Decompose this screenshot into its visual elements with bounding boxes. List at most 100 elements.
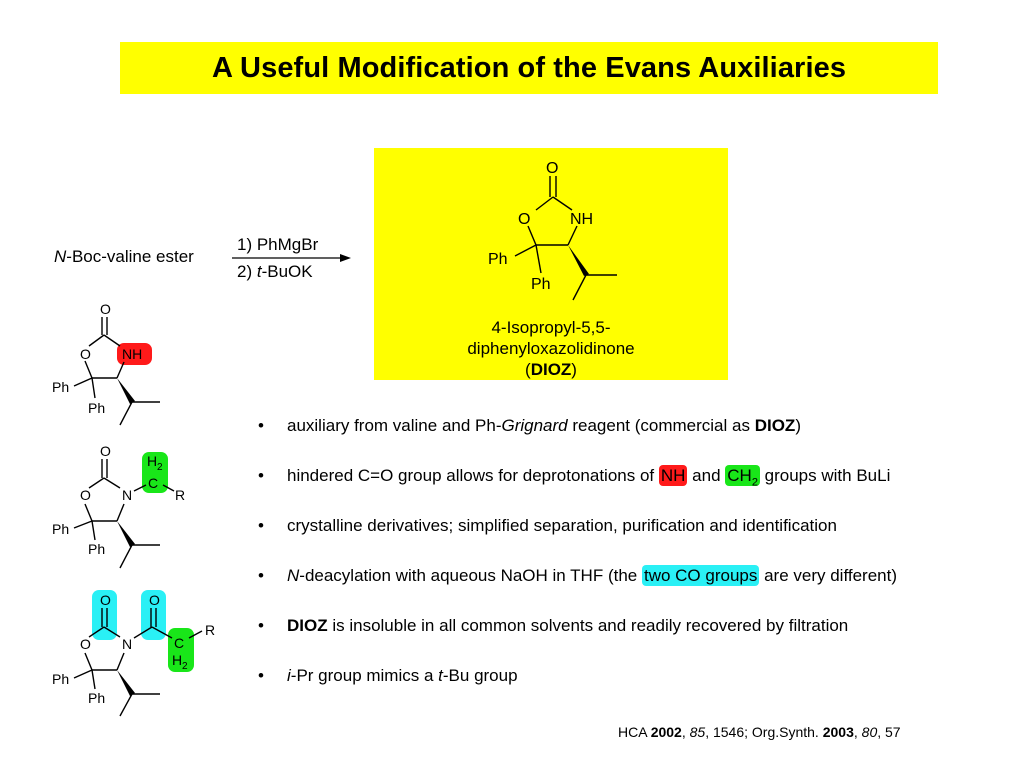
bullet-dot: • <box>258 616 264 635</box>
s2-h-sub: 2 <box>157 462 163 473</box>
s3-ph-1: Ph <box>52 671 69 687</box>
structure-1-wedge <box>117 378 135 404</box>
t-italic: t <box>438 666 443 685</box>
s2-h: H <box>147 453 157 469</box>
bullet-text-part: is insoluble in all common solvents and … <box>327 616 849 635</box>
dioz-bold: DIOZ <box>287 616 328 635</box>
dioz-bold: DIOZ <box>754 416 796 435</box>
dioz-caption-line-3: (DIOZ) <box>374 360 728 380</box>
bullet-dot: • <box>258 466 264 485</box>
co-highlight-cyan-2 <box>141 590 166 640</box>
bullet-text-part: and <box>687 466 726 485</box>
s3-h-sub: 2 <box>182 661 188 672</box>
ref-part: , <box>681 724 690 740</box>
ref-part: , 1546; Org.Synth. <box>705 724 823 740</box>
ref-part: , 57 <box>877 724 901 740</box>
page-title: A Useful Modification of the Evans Auxil… <box>211 51 847 84</box>
ch2-highlight-green <box>142 452 168 493</box>
ref-volume-1: 85 <box>689 724 706 740</box>
n-prefix: N <box>54 247 67 266</box>
bullet-dot: • <box>258 416 264 435</box>
structure-1 <box>73 317 160 426</box>
s3-h: H <box>172 652 182 668</box>
s3-o-carbonyl-1: O <box>100 592 111 608</box>
step2-reagent: -BuOK <box>261 262 313 281</box>
structure-3-wedge <box>117 670 135 696</box>
dioz-ph-2: Ph <box>531 276 551 293</box>
s1-nh: NH <box>122 346 142 362</box>
bullet-dot: • <box>258 516 264 535</box>
dioz-o-ring: O <box>518 211 530 228</box>
bullet-item: • hindered C=O group allows for deproton… <box>258 462 1018 512</box>
s2-r: R <box>175 487 185 503</box>
bullet-text-part: ) <box>795 416 801 435</box>
dioz-highlight-box <box>374 148 728 380</box>
ref-year-1: 2002 <box>650 724 682 740</box>
dioz-paren-open: ( <box>525 360 531 379</box>
bullet-text: crystalline derivatives; simplified sepa… <box>287 514 837 538</box>
reaction-step-1: 1) PhMgBr <box>237 235 319 254</box>
i-italic: i <box>287 666 291 685</box>
nh-highlight-text: NH <box>658 465 688 486</box>
bullet-text-part: are very different) <box>759 566 897 585</box>
s2-ph-2: Ph <box>88 541 105 557</box>
ref-volume-2: 80 <box>861 724 878 740</box>
bullet-text-part: hindered C=O group allows for deprotonat… <box>287 466 659 485</box>
bullet-text-part: crystalline derivatives; simplified sepa… <box>287 516 837 535</box>
n-italic: N <box>287 566 300 585</box>
bullet-text-part: reagent (commercial as <box>567 416 755 435</box>
dioz-abbrev: DIOZ <box>530 360 572 379</box>
reaction-arrow <box>232 254 351 262</box>
bullet-text: auxiliary from valine and Ph-Grignard re… <box>287 414 801 438</box>
ref-part: HCA <box>618 724 651 740</box>
structure-2 <box>73 459 175 569</box>
starting-material-label: -Boc-valine ester <box>66 247 194 266</box>
ch2-highlight-green-2 <box>168 628 194 672</box>
ref-year-2: 2003 <box>822 724 854 740</box>
s1-ph-2: Ph <box>88 400 105 416</box>
reaction-step-2: 2) t-BuOK <box>237 262 313 282</box>
bullet-text-part: -Bu group <box>442 666 518 685</box>
dioz-nh: NH <box>570 211 593 228</box>
bullet-dot: • <box>258 566 264 585</box>
s2-o-carbonyl: O <box>100 443 111 459</box>
s2-c: C <box>148 475 158 491</box>
ch2-subscript: 2 <box>751 476 758 489</box>
reaction-starting-material: N-Boc-valine ester <box>54 247 194 267</box>
structure-2-wedge <box>117 521 135 547</box>
bullet-item: • auxiliary from valine and Ph-Grignard … <box>258 412 1018 462</box>
dioz-ph-1: Ph <box>488 251 508 268</box>
title-banner: A Useful Modification of the Evans Auxil… <box>120 42 938 94</box>
bullet-list: • auxiliary from valine and Ph-Grignard … <box>258 412 1018 712</box>
s2-o-ring: O <box>80 487 91 503</box>
bullet-text: N-deacylation with aqueous NaOH in THF (… <box>287 564 897 588</box>
dioz-caption-line-2: diphenyloxazolidinone <box>467 339 635 358</box>
s3-r: R <box>205 622 215 638</box>
dioz-o-carbonyl: O <box>546 160 558 177</box>
step2-t: t <box>256 262 262 281</box>
ref-part: , <box>853 724 862 740</box>
s3-o-ring: O <box>80 636 91 652</box>
bullet-text-part: -deacylation with aqueous NaOH in THF (t… <box>299 566 642 585</box>
dioz-paren-close: ) <box>571 360 577 379</box>
s3-n: N <box>122 636 132 652</box>
bullet-item: • N-deacylation with aqueous NaOH in THF… <box>258 562 1018 612</box>
co-highlight-cyan-1 <box>92 590 117 640</box>
ch-text: CH <box>727 466 752 485</box>
s3-c: C <box>174 635 184 651</box>
nh-highlight-red <box>117 343 152 365</box>
step2-number: 2) <box>237 262 257 281</box>
bullet-item: • i-Pr group mimics a t-Bu group <box>258 662 1018 712</box>
s2-n: N <box>122 487 132 503</box>
s1-o-carbonyl: O <box>100 301 111 317</box>
structure-3 <box>73 608 203 717</box>
s3-ph-2: Ph <box>88 690 105 706</box>
s1-ph-1: Ph <box>52 379 69 395</box>
bullet-dot: • <box>258 666 264 685</box>
bullet-text-part: -Pr group mimics a <box>290 666 439 685</box>
bullet-text: i-Pr group mimics a t-Bu group <box>287 664 518 688</box>
grignard-italic: Grignard <box>501 416 568 435</box>
bullet-item: • DIOZ is insoluble in all common solven… <box>258 612 1018 662</box>
literature-reference: HCA 2002, 85, 1546; Org.Synth. 2003, 80,… <box>618 724 901 740</box>
